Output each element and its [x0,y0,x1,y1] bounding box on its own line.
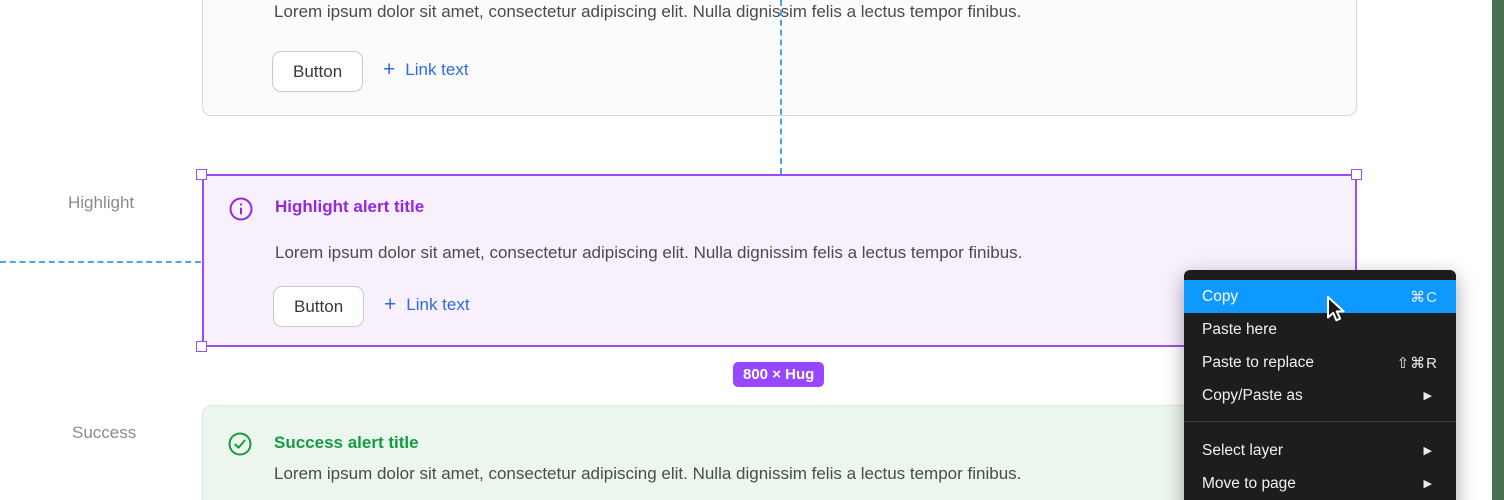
alert-title: Success alert title [274,433,419,452]
alert-body-text: Lorem ipsum dolor sit amet, consectetur … [274,2,1022,21]
link-label: Link text [405,59,469,79]
alert-button[interactable]: Button [273,286,365,327]
alert-button[interactable]: Button [272,51,364,92]
selection-handle-bottom-left[interactable] [196,341,207,352]
selection-handle-top-right[interactable] [1351,169,1362,180]
alert-link[interactable]: + Link text [383,59,469,80]
link-label: Link text [406,294,470,314]
check-circle-icon [228,432,252,456]
plus-icon: + [383,58,396,81]
submenu-arrow-icon: ▶ [1423,445,1432,457]
alert-card-default[interactable]: Lorem ipsum dolor sit amet, consectetur … [202,0,1357,116]
alert-title: Highlight alert title [275,197,425,216]
alert-body-text: Lorem ipsum dolor sit amet, consectetur … [275,243,1023,262]
shortcut-label: ⌘C [1410,288,1438,306]
background-window-edge [1492,0,1504,500]
alignment-guide-horizontal [0,261,201,263]
alert-body-text: Lorem ipsum dolor sit amet, consectetur … [274,464,1022,483]
menu-item-paste-here[interactable]: Paste here [1202,320,1277,338]
section-label-success: Success [72,423,137,442]
alert-card-highlight[interactable]: Highlight alert title Lorem ipsum dolor … [202,174,1357,347]
mouse-cursor-icon [1326,296,1352,329]
section-label-highlight: Highlight [68,193,135,212]
alignment-guide-vertical [780,0,782,174]
menu-item-select-layer[interactable]: Select layer ▶ [1202,441,1432,459]
menu-separator [1184,421,1456,422]
shortcut-label: ⇧⌘R [1396,354,1438,372]
submenu-arrow-icon: ▶ [1423,478,1432,490]
context-menu: Copy ⌘C Paste here Paste to replace ⇧⌘R … [1184,270,1456,500]
plus-icon: + [384,293,397,316]
alert-link[interactable]: + Link text [384,294,470,315]
submenu-arrow-icon: ▶ [1423,390,1432,402]
info-icon [229,197,253,221]
menu-item-paste-to-replace[interactable]: Paste to replace ⇧⌘R [1202,353,1438,372]
menu-item-move-to-page[interactable]: Move to page ▶ [1202,474,1432,492]
selection-handle-top-left[interactable] [196,169,207,180]
menu-item-copy[interactable]: Copy ⌘C [1184,280,1456,313]
menu-item-copy-paste-as[interactable]: Copy/Paste as ▶ [1202,386,1432,404]
alert-card-success[interactable]: Success alert title Lorem ipsum dolor si… [202,405,1357,500]
selection-size-badge: 800 × Hug [733,362,825,387]
